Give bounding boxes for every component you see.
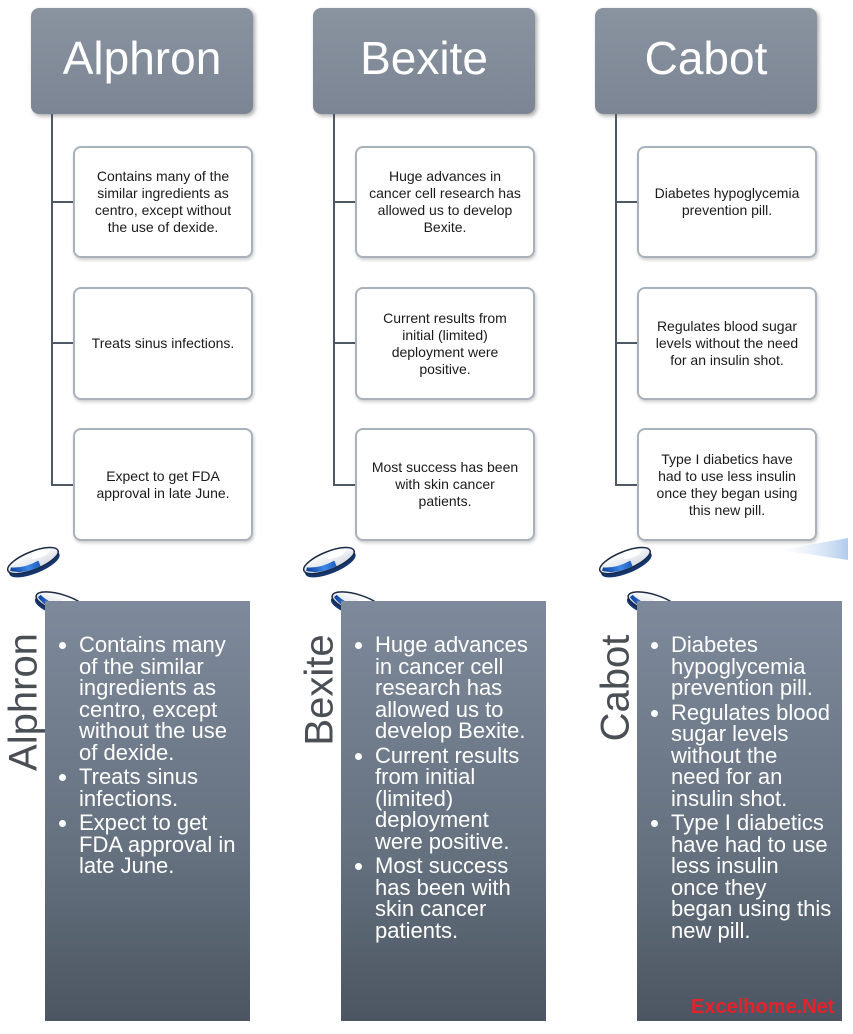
connector-trunk-alphron	[51, 114, 53, 486]
header-alphron-label: Alphron	[62, 32, 222, 84]
item-text: Current results from initial (limited) d…	[383, 309, 507, 377]
connector-branch	[333, 484, 356, 486]
header-bexite: Bexite	[313, 8, 535, 114]
bullet-item: Expect to get FDA approval in late June.	[79, 812, 240, 877]
item-text: Huge advances in cancer cell research ha…	[369, 168, 521, 235]
connector-branch	[615, 484, 638, 486]
bullet-list: Huge advances in cancer cell research ha…	[341, 634, 536, 941]
item-text: Treats sinus infections.	[91, 335, 235, 351]
bullet-item: Current results from initial (limited) d…	[375, 744, 536, 853]
bullet-list: Contains many of the similar ingredients…	[45, 634, 240, 877]
item-box: Diabetes hypoglycemia prevention pill.	[637, 146, 817, 258]
vertical-title-alphron: Alphron	[1, 633, 46, 771]
item-box: Contains many of the similar ingredients…	[73, 146, 253, 258]
bullet-item: Diabetes hypoglycemia prevention pill.	[671, 634, 832, 699]
item-text: Diabetes hypoglycemia prevention pill.	[654, 185, 800, 218]
header-cabot-label: Cabot	[644, 32, 768, 84]
item-box: Treats sinus infections.	[73, 287, 253, 400]
item-box: Expect to get FDA approval in late June.	[73, 428, 253, 541]
item-text: Most success has been with skin cancer p…	[371, 459, 519, 509]
vertical-title-cabot: Cabot	[593, 634, 638, 742]
item-box: Regulates blood sugar levels without the…	[637, 287, 817, 400]
connector-trunk-bexite	[333, 114, 335, 486]
connector-branch	[51, 484, 74, 486]
bullet-item: Type I diabetics have had to use less in…	[671, 812, 832, 942]
bullet-item: Huge advances in cancer cell research ha…	[375, 634, 536, 742]
item-box: Huge advances in cancer cell research ha…	[355, 146, 535, 258]
item-box: Type I diabetics have had to use less in…	[637, 428, 817, 541]
bullet-item: Treats sinus infections.	[79, 766, 240, 810]
item-text: Type I diabetics have had to use less in…	[656, 450, 798, 518]
connector-branch	[51, 201, 74, 203]
bullet-panel-bexite: Huge advances in cancer cell research ha…	[341, 601, 546, 1021]
item-text: Contains many of the similar ingredients…	[94, 168, 232, 235]
pill-icon	[5, 546, 64, 580]
header-bexite-label: Bexite	[360, 32, 488, 84]
connector-branch	[51, 342, 74, 344]
connector-trunk-cabot	[615, 114, 617, 486]
item-text: Regulates blood sugar levels without the…	[655, 318, 799, 368]
connector-branch	[615, 342, 638, 344]
bullet-list: Diabetes hypoglycemia prevention pill. R…	[637, 634, 832, 941]
header-cabot: Cabot	[595, 8, 817, 114]
connector-branch	[615, 201, 638, 203]
bullet-panel-cabot: Diabetes hypoglycemia prevention pill. R…	[637, 601, 842, 1021]
connector-branch	[333, 201, 356, 203]
bullet-item: Most success has been with skin cancer p…	[375, 855, 536, 942]
bullet-panel-alphron: Contains many of the similar ingredients…	[45, 601, 250, 1021]
decorative-shine	[780, 538, 848, 560]
vertical-title-bexite: Bexite	[297, 634, 342, 746]
item-box: Most success has been with skin cancer p…	[355, 428, 535, 541]
pill-icon	[301, 546, 360, 580]
pill-icon	[597, 546, 656, 580]
item-box: Current results from initial (limited) d…	[355, 287, 535, 400]
connector-branch	[333, 342, 356, 344]
bullet-item: Contains many of the similar ingredients…	[79, 634, 240, 764]
bullet-item: Regulates blood sugar levels without the…	[671, 701, 832, 810]
watermark: Excelhome.Net	[691, 996, 835, 1018]
item-text: Expect to get FDA approval in late June.	[96, 467, 230, 501]
header-alphron: Alphron	[31, 8, 253, 114]
